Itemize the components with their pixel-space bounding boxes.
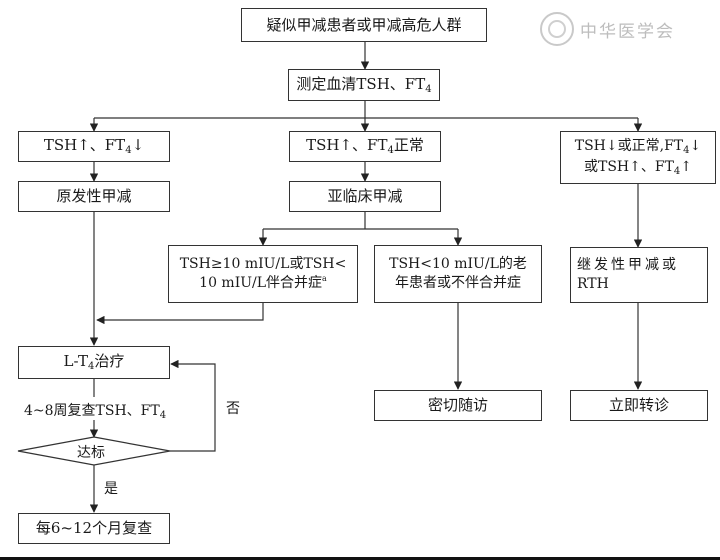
target-label: 达标 [77,445,105,461]
node-left-condition: TSH↑、FT4↓ [18,131,170,162]
edge-label-no: 否 [226,401,240,417]
recheck-label: 4~8周复查TSH、FT4 [24,403,167,421]
node-tsh-high-line1: TSH≥10 mIU/L或TSH< [179,256,347,273]
node-start-text: 疑似甲减患者或甲减高危人群 [266,15,462,34]
watermark-text: 中华医学会 [580,21,675,42]
node-yearly-text: 每6~12个月复查 [35,519,153,538]
bottom-border [0,557,720,560]
node-right-condition-line1: TSH↓或正常,FT4↓ [574,138,702,156]
node-tsh-low: TSH<10 mIU/L的老 年患者或不伴合并症 [374,245,542,303]
node-primary: 原发性甲减 [18,181,170,212]
node-measure-text: 测定血清TSH、FT4 [296,74,432,95]
target-diamond [17,436,171,466]
seal-icon [540,12,574,46]
node-subclinical: 亚临床甲减 [289,181,441,212]
node-mid-condition: TSH↑、FT4正常 [289,131,441,162]
edge-target-no-loop [170,359,216,452]
node-follow-text: 密切随访 [427,396,488,415]
node-secondary-line2: RTH [577,276,609,292]
node-follow: 密切随访 [374,390,542,421]
node-tsh-high-line2: 10 mIU/L伴合并症a [199,274,327,291]
node-tsh-low-line2: 年患者或不伴合并症 [395,275,521,291]
node-refer: 立即转诊 [570,390,708,421]
node-yearly: 每6~12个月复查 [18,513,170,544]
node-tsh-high: TSH≥10 mIU/L或TSH< 10 mIU/L伴合并症a [168,245,358,303]
node-right-condition: TSH↓或正常,FT4↓ 或TSH↑、FT4↑ [560,131,716,184]
node-lt4-text: L-T4治疗 [63,352,125,373]
node-refer-text: 立即转诊 [608,396,669,415]
node-lt4: L-T4治疗 [18,346,170,379]
edge-tshhigh-join [96,303,264,325]
node-measure: 测定血清TSH、FT4 [288,69,440,101]
watermark-logo: 中华医学会 [540,12,675,46]
node-primary-text: 原发性甲减 [56,187,132,206]
node-start: 疑似甲减患者或甲减高危人群 [241,8,487,42]
edge-label-yes: 是 [104,481,118,497]
node-left-condition-text: TSH↑、FT4↓ [43,136,145,157]
node-secondary-line1: 继发性甲减或 [577,257,679,274]
node-subclinical-text: 亚临床甲减 [327,187,403,206]
node-tsh-low-line1: TSH<10 mIU/L的老 [389,256,527,273]
node-mid-condition-text: TSH↑、FT4正常 [306,136,424,157]
node-secondary: 继发性甲减或 RTH [570,247,708,303]
node-right-condition-line2: 或TSH↑、FT4↑ [583,158,693,177]
